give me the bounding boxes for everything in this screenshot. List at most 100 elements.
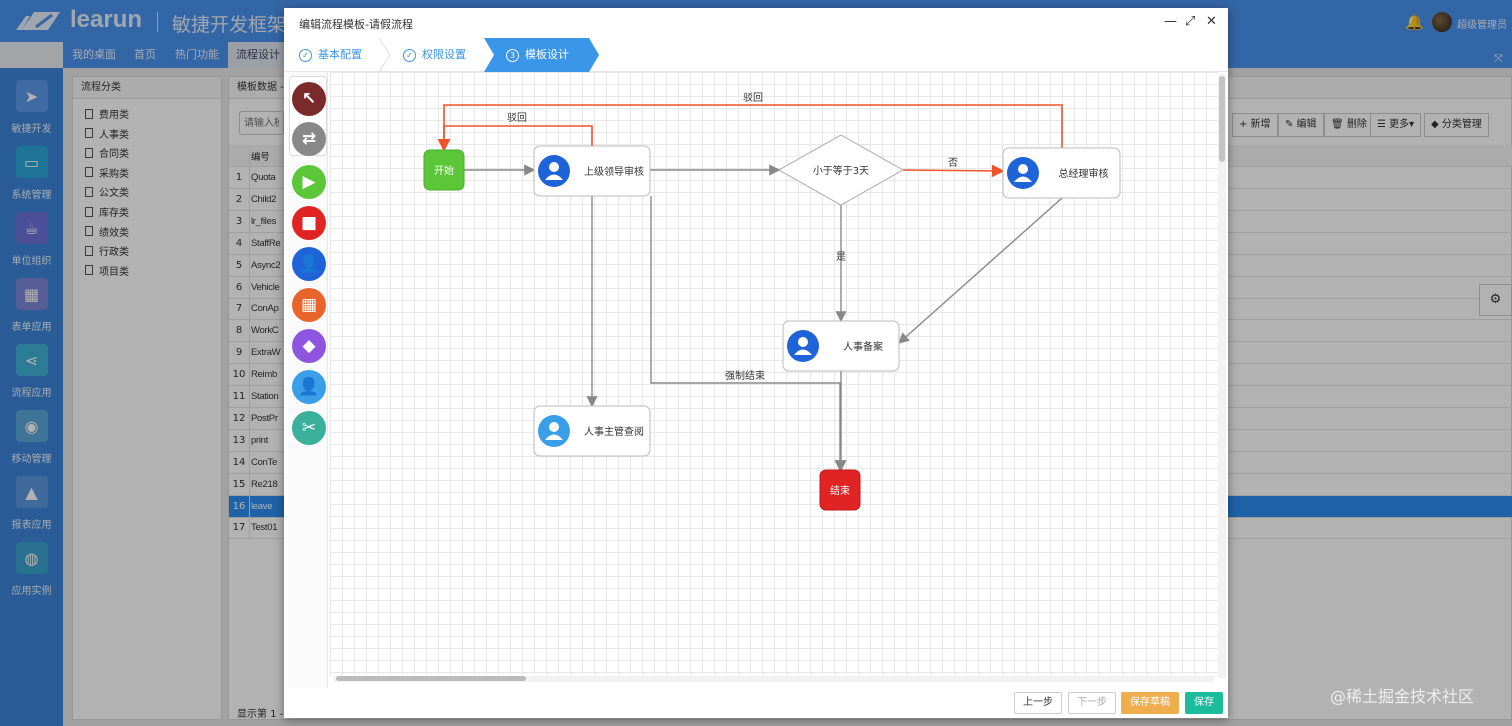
flow-diagram[interactable]: 否是强制结束驳回驳回开始上级领导审核小于等于3天总经理审核人事备案人事主管查阅结… xyxy=(330,72,1218,676)
sidebar-item-label: 单位组织 xyxy=(11,256,52,267)
close-icon[interactable]: ✕ xyxy=(1206,14,1217,29)
step-label: 权限设置 xyxy=(422,48,466,61)
file-icon xyxy=(85,108,93,119)
divider xyxy=(157,12,158,32)
category-item[interactable]: 采购类 xyxy=(85,165,129,180)
end-node-icon[interactable]: ■ xyxy=(292,206,326,240)
minimize-icon[interactable]: — xyxy=(1164,14,1177,29)
row-number: 17 xyxy=(229,517,250,539)
category-title: 流程分类 xyxy=(73,77,221,99)
user-icon-body xyxy=(1014,176,1032,182)
category-item[interactable]: 费用类 xyxy=(85,106,129,121)
step-permissions[interactable]: ✓权限设置 xyxy=(403,38,466,72)
edge-no[interactable] xyxy=(902,164,1005,178)
delete-button[interactable]: 🗑 删除 xyxy=(1324,113,1374,137)
subprocess-icon[interactable]: ▦ xyxy=(292,288,326,322)
flow-canvas[interactable]: 否是强制结束驳回驳回开始上级领导审核小于等于3天总经理审核人事备案人事主管查阅结… xyxy=(330,72,1218,676)
avatar[interactable] xyxy=(1432,12,1452,32)
end-label: 结束 xyxy=(830,484,850,497)
edge-reject-gm[interactable] xyxy=(437,104,1063,152)
scroll-thumb[interactable] xyxy=(336,676,526,681)
category-label: 费用类 xyxy=(99,110,129,121)
category-panel: 流程分类 费用类人事类合同类采购类公文类库存类绩效类行政类项目类 xyxy=(72,76,222,720)
end-node[interactable] xyxy=(819,469,861,511)
file-icon xyxy=(85,167,93,178)
start-node[interactable] xyxy=(423,149,465,191)
sidebar-item[interactable]: ◍ 应用实例 xyxy=(0,542,63,597)
step-basic-config[interactable]: ✓基本配置 xyxy=(299,38,362,72)
sidebar-item[interactable]: ▦表单应用 xyxy=(0,278,63,333)
pointer-arrow-icon[interactable]: ↖ xyxy=(292,82,326,116)
horizontal-scrollbar[interactable] xyxy=(334,676,1214,682)
sidebar-item-label: 敏捷开发 xyxy=(11,124,52,135)
sidebar-item[interactable]: ▲报表应用 xyxy=(0,476,63,531)
tab-home[interactable]: 首页 xyxy=(134,48,156,61)
user-icon-head xyxy=(549,422,559,432)
sidebar-item[interactable]: ⋖流程应用 xyxy=(0,344,63,399)
category-item[interactable]: 公文类 xyxy=(85,184,129,199)
reader-task-icon[interactable]: 👤 xyxy=(292,370,326,404)
tab-hot[interactable]: 热门功能 xyxy=(175,48,219,61)
category-item[interactable]: 行政类 xyxy=(85,243,129,258)
maximize-icon[interactable]: ⤢ xyxy=(1185,14,1196,29)
column-header[interactable]: 编号 xyxy=(251,151,270,163)
prev-button[interactable]: 上一步 xyxy=(1014,692,1062,714)
file-icon xyxy=(85,186,93,197)
category-item[interactable]: 人事类 xyxy=(85,126,129,141)
condition-node[interactable] xyxy=(777,134,905,206)
search-input[interactable] xyxy=(239,111,284,135)
save-button[interactable]: 保存 xyxy=(1185,692,1223,714)
row-code: leave xyxy=(251,500,273,512)
row-number: 15 xyxy=(229,473,250,495)
row-code: Async2 xyxy=(251,259,281,271)
save-draft-button[interactable]: 保存草稿 xyxy=(1121,692,1179,714)
task-label: 总经理审核 xyxy=(1059,167,1109,180)
fullscreen-icon[interactable]: ⤧ xyxy=(1494,52,1503,65)
category-label: 采购类 xyxy=(99,168,129,180)
tab-desktop[interactable]: 我的桌面 xyxy=(72,48,116,61)
bell-icon[interactable]: 🔔 xyxy=(1405,13,1424,31)
edge-label: 强制结束 xyxy=(725,369,765,382)
monitor-icon: ▭ xyxy=(15,146,48,178)
sidebar-item-label: 应用实例 xyxy=(11,586,52,597)
category-label: 公文类 xyxy=(99,188,129,200)
parallel-gateway-icon[interactable]: ✂ xyxy=(292,411,326,445)
user-task-icon[interactable]: 👤 xyxy=(292,247,326,281)
edge-label: 否 xyxy=(948,157,958,169)
sidebar-item[interactable]: ◉移动管理 xyxy=(0,410,63,465)
file-icon xyxy=(85,245,93,256)
condition-icon[interactable]: ◆ xyxy=(292,329,326,363)
edge-gm-hr[interactable] xyxy=(897,197,1063,344)
task-label: 人事备案 xyxy=(843,340,883,353)
category-item[interactable]: 绩效类 xyxy=(85,224,129,239)
category-label: 库存类 xyxy=(99,208,129,219)
vertical-scrollbar[interactable] xyxy=(1218,74,1226,678)
start-node-icon[interactable]: ▶ xyxy=(292,165,326,199)
row-code: ExtraW xyxy=(251,347,281,359)
edit-button[interactable]: ✎ 编辑 xyxy=(1278,113,1324,137)
file-icon xyxy=(85,206,93,217)
dialog-title: 编辑流程模板-请假流程 xyxy=(299,18,413,31)
edge-force-end[interactable] xyxy=(650,196,846,472)
more-button[interactable]: ☰ 更多▾ xyxy=(1370,113,1422,137)
sidebar-item[interactable]: ➤敏捷开发 xyxy=(0,80,63,135)
sidebar-item[interactable]: ☕单位组织 xyxy=(0,212,63,267)
next-button[interactable]: 下一步 xyxy=(1068,692,1116,714)
sidebar-item-label: 报表应用 xyxy=(11,520,52,531)
category-item[interactable]: 项目类 xyxy=(85,263,129,278)
scroll-thumb[interactable] xyxy=(1219,76,1225,162)
sidebar-item[interactable]: ▭ 系统管理 xyxy=(0,146,63,201)
android-icon: ◉ xyxy=(15,410,48,442)
add-button[interactable]: + 新增 xyxy=(1232,113,1278,137)
row-code: ConTe xyxy=(251,456,277,468)
category-manage-button[interactable]: ◆ 分类管理 xyxy=(1424,113,1489,137)
tab-flow-design[interactable]: 流程设计 xyxy=(228,42,288,68)
category-item[interactable]: 库存类 xyxy=(85,204,129,219)
globe-icon: ◍ xyxy=(15,542,48,574)
connector-icon[interactable]: ⇄ xyxy=(292,122,326,156)
user-icon-head xyxy=(1018,164,1028,174)
user-name[interactable]: 超级管理员 xyxy=(1457,20,1507,31)
category-item[interactable]: 合同类 xyxy=(85,145,129,160)
sidebar-item-label: 系统管理 xyxy=(11,190,52,201)
